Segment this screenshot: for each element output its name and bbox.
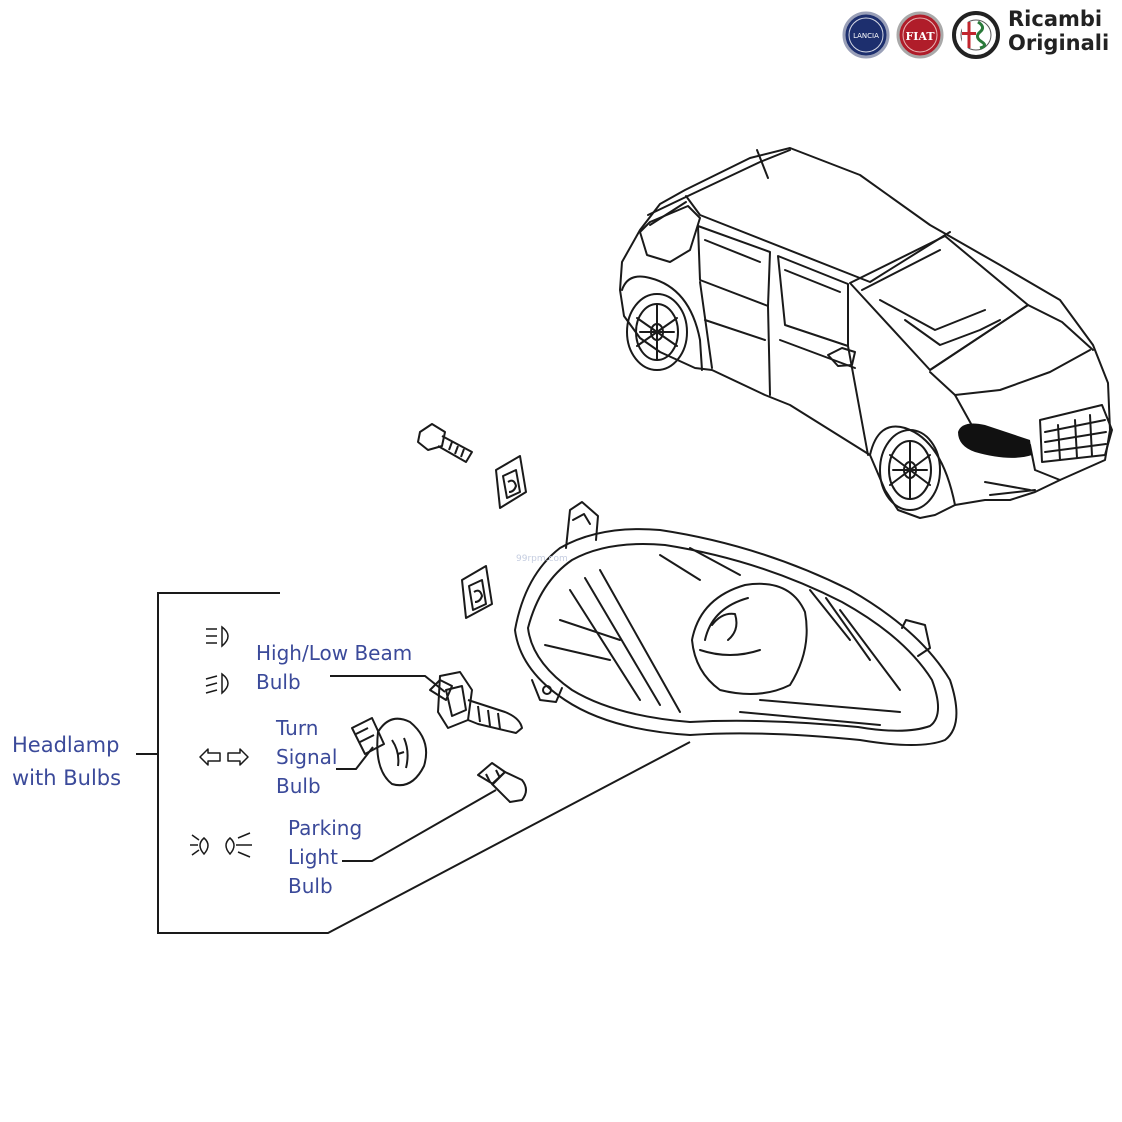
parking-light-leader (342, 789, 497, 862)
turn-signal-label-line2: Signal (276, 745, 338, 769)
lancia-logo-text: LANCIA (853, 32, 879, 40)
headlight-beam-icon (205, 625, 229, 695)
clip-upper (495, 455, 527, 509)
brand-title-line1: Ricambi (1008, 7, 1103, 31)
brand-title: Ricambi Originali (1008, 7, 1109, 55)
high-low-beam-label: High/Low Beam Bulb (256, 639, 412, 697)
parking-light-label: Parking Light Bulb (288, 814, 362, 901)
parking-light-bulb (477, 762, 527, 803)
clip-lower (461, 565, 493, 619)
parking-light-label-line2: Light (288, 845, 338, 869)
parking-light-label-line1: Parking (288, 816, 363, 840)
bolt-part (417, 423, 473, 463)
high-low-leader (330, 675, 446, 693)
turn-signal-label-line3: Bulb (276, 774, 321, 798)
headlamp-assembly (514, 501, 958, 746)
lancia-logo: LANCIA (842, 11, 890, 59)
assembly-label: Headlamp with Bulbs (12, 729, 121, 795)
car-headlamp-highlight (958, 423, 1032, 458)
turn-signal-bulb (351, 717, 428, 787)
fiat-logo: FIAT (896, 11, 944, 59)
watermark: 99rpm.com (516, 554, 568, 564)
callout-lines (136, 592, 691, 934)
high-low-beam-label-line2: Bulb (256, 670, 301, 694)
high-low-beam-label-line1: High/Low Beam (256, 641, 413, 665)
assembly-label-line1: Headlamp (12, 733, 120, 757)
car-illustration (619, 147, 1113, 519)
parking-light-icon (190, 832, 252, 858)
high-low-beam-bulb (429, 671, 523, 734)
turn-signal-label-line1: Turn (276, 716, 319, 740)
parking-light-label-line3: Bulb (288, 874, 333, 898)
fiat-logo-text: FIAT (905, 30, 935, 43)
assembly-label-line2: with Bulbs (12, 766, 122, 790)
assembly-bracket (157, 592, 691, 934)
turn-signal-leader (336, 746, 374, 770)
turn-signal-label: Turn Signal Bulb (276, 714, 337, 801)
alfa-romeo-logo (952, 11, 1000, 59)
turn-signal-arrows-icon (199, 748, 249, 766)
brand-title-line2: Originali (1008, 31, 1110, 55)
